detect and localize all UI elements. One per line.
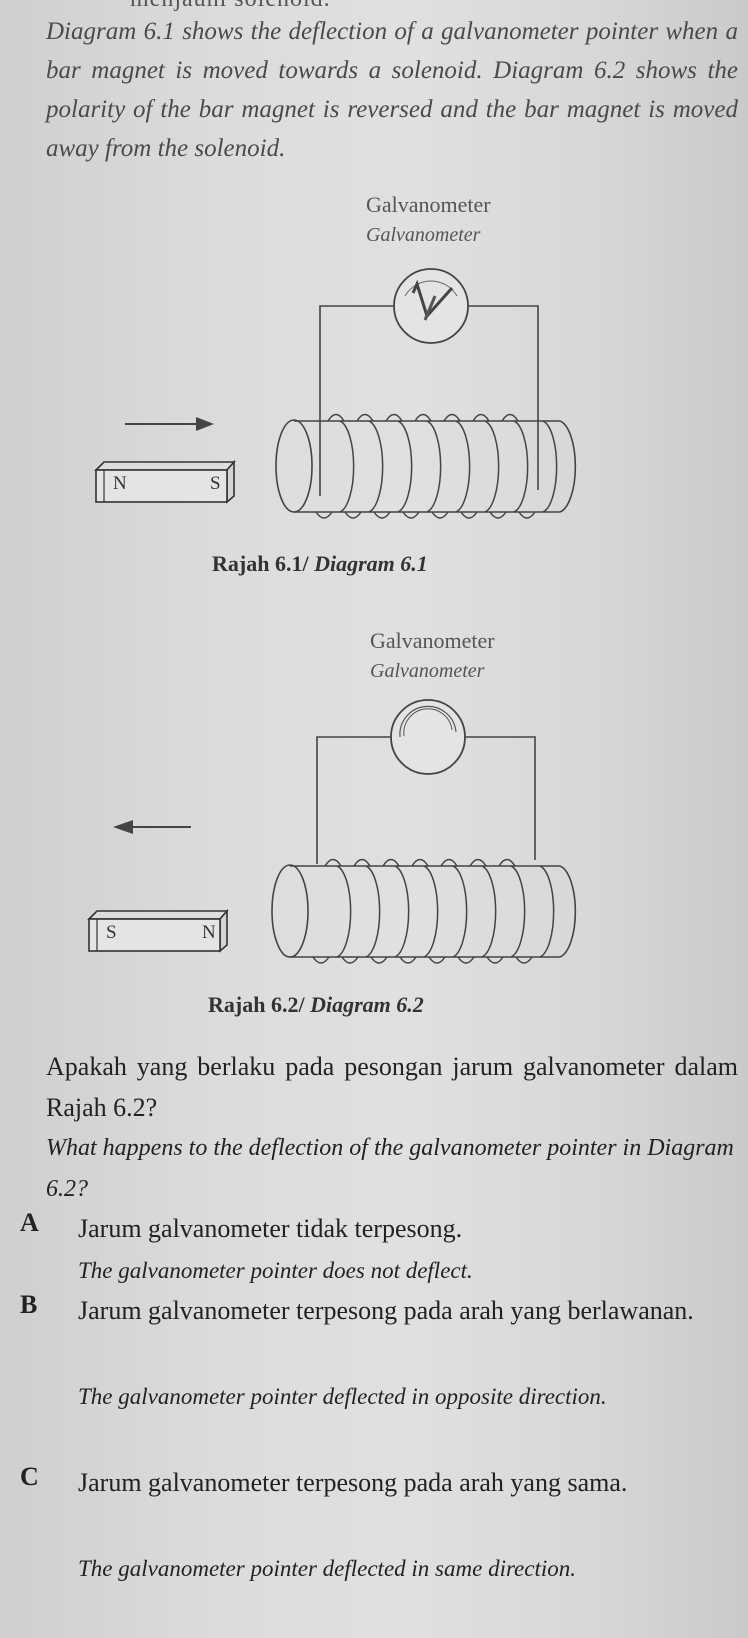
question-malay: Apakah yang berlaku pada pesongan jarum …	[46, 1052, 738, 1122]
question-english: What happens to the deflection of the ga…	[46, 1135, 734, 1202]
magnet-pole-left: S	[106, 922, 117, 943]
cutoff-previous-line: menjauhi solenoid.	[130, 0, 331, 13]
caption-english: Diagram 6.2	[310, 992, 424, 1017]
option-text-malay: Jarum galvanometer terpesong pada arah y…	[78, 1296, 694, 1325]
intro-paragraph: Diagram 6.1 shows the deflection of a ga…	[46, 18, 738, 162]
diagram-6-1-caption: Rajah 6.1/ Diagram 6.1	[212, 551, 428, 577]
galvanometer-label-malay: Galvanometer	[370, 628, 495, 653]
magnet-pole-right: S	[210, 473, 221, 494]
option-text-english: The galvanometer pointer deflected in sa…	[78, 1556, 577, 1581]
magnet-pole-left: N	[113, 473, 127, 494]
galvanometer-label-malay: Galvanometer	[366, 192, 491, 217]
diagram-6-2: Galvanometer Galvanometer S N Rajah 6.2/…	[0, 612, 748, 1032]
galvanometer-label-english: Galvanometer	[366, 224, 481, 246]
option-text-english: The galvanometer pointer deflected in op…	[78, 1384, 607, 1409]
diagram-6-1-drawing	[94, 268, 577, 519]
option-text-malay: Jarum galvanometer terpesong pada arah y…	[78, 1468, 628, 1497]
option-text-malay: Jarum galvanometer tidak terpesong.	[78, 1214, 463, 1243]
diagram-6-2-drawing	[87, 699, 577, 964]
galvanometer-icon	[390, 699, 466, 775]
diagram-6-2-caption: Rajah 6.2/ Diagram 6.2	[208, 992, 424, 1018]
caption-malay: Rajah 6.1/	[212, 551, 309, 576]
option-letter: B	[20, 1290, 38, 1319]
caption-malay: Rajah 6.2/	[208, 992, 305, 1017]
option-text-english: The galvanometer pointer does not deflec…	[78, 1258, 473, 1283]
galvanometer-label-english: Galvanometer	[370, 660, 485, 682]
diagram-6-1: Galvanometer Galvanometer N S Rajah 6.1/…	[0, 190, 748, 590]
caption-english: Diagram 6.1	[314, 551, 428, 576]
option-letter: C	[20, 1462, 39, 1491]
magnet-pole-right: N	[202, 922, 216, 943]
option-letter: A	[20, 1208, 39, 1237]
